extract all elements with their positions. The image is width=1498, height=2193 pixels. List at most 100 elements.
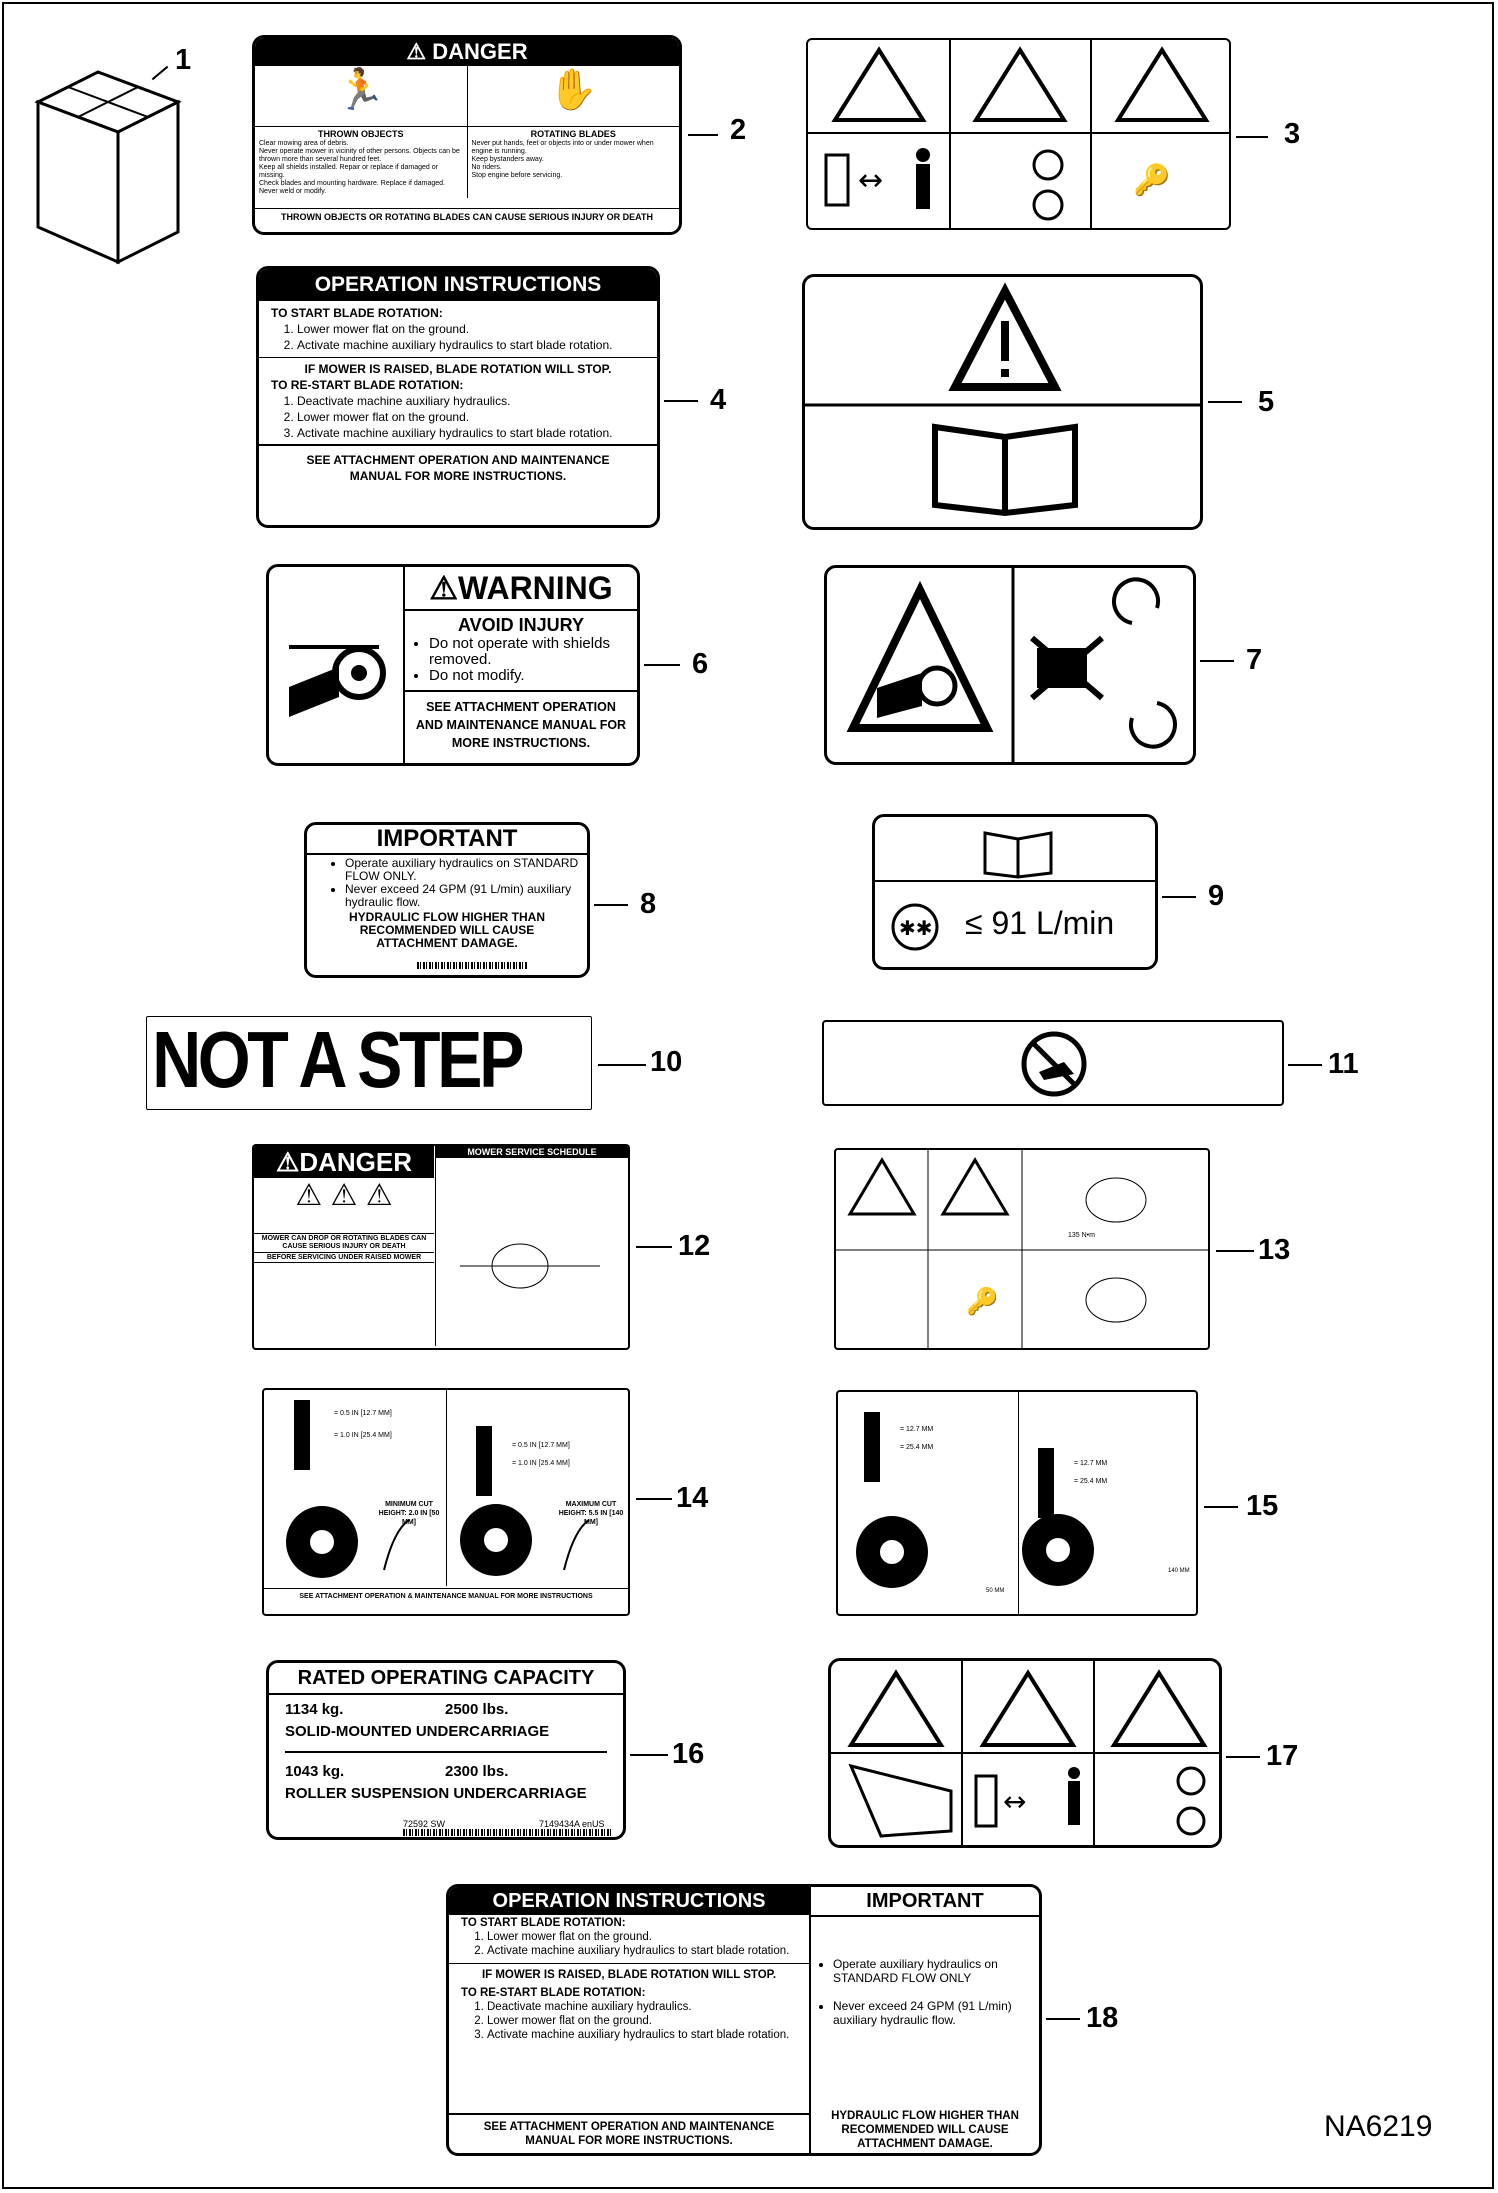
mark-12mm: = 12.7 MM <box>900 1426 934 1433</box>
svg-text:🔑: 🔑 <box>966 1285 998 1317</box>
flow-limit-text: ≤ 91 L/min <box>965 905 1115 941</box>
callout-line-13 <box>1216 1250 1254 1252</box>
mark-25mm: = 25.4 MM <box>1074 1478 1108 1485</box>
blades-item: Stop engine before servicing. <box>471 172 563 179</box>
decal-15-cut-height-mm: = 12.7 MM = 25.4 MM = 12.7 MM = 25.4 MM … <box>836 1390 1198 1616</box>
max-mm: 140 MM <box>1168 1568 1190 1574</box>
callout-11: 11 <box>1328 1048 1359 1080</box>
callout-8: 8 <box>640 888 657 920</box>
callout-17: 17 <box>1266 1740 1299 1772</box>
callout-6: 6 <box>692 648 709 680</box>
decal6-footer: SEE ATTACHMENT OPERATION AND MAINTENANCE… <box>405 690 637 758</box>
barcode <box>417 962 527 969</box>
row2-lbs: 2300 lbs. <box>445 1763 509 1780</box>
belt-entanglement-pictogram <box>269 567 405 763</box>
blades-item: Never put hands, feet or objects into or… <box>471 140 654 155</box>
not-a-step-text: NOT A STEP <box>152 1016 524 1104</box>
mark-half-inch: = 0.5 IN [12.7 MM] <box>334 1410 392 1417</box>
decal18-left-header: OPERATION INSTRUCTIONS <box>449 1887 809 1915</box>
restart-title: TO RE-START BLADE ROTATION: <box>461 1987 646 1999</box>
row1-lbs: 2500 lbs. <box>445 1701 509 1718</box>
max-cut-height: MAXIMUM CUT HEIGHT: 5.5 IN [140 MM] <box>558 1501 624 1526</box>
callout-13: 13 <box>1258 1234 1291 1266</box>
decal-18-combined-instructions: OPERATION INSTRUCTIONS TO START BLADE RO… <box>446 1884 1042 2156</box>
callout-line-2 <box>688 134 718 136</box>
row1-kg: 1134 kg. <box>285 1701 344 1718</box>
decal-12-danger-service: ⚠DANGER ⚠ ⚠ ⚠ MOWER CAN DROP OR ROTATING… <box>252 1144 630 1350</box>
thrown-item: Clear mowing area of debris. <box>259 140 349 147</box>
min-mm: 50 MM <box>986 1588 1005 1594</box>
thrown-item: Keep all shields installed. Repair or re… <box>259 164 438 179</box>
callout-14: 14 <box>676 1482 709 1514</box>
decal12-pictograms: ⚠ ⚠ ⚠ <box>254 1178 434 1234</box>
callout-line-3 <box>1236 136 1268 138</box>
callout-7: 7 <box>1246 644 1263 676</box>
important-item: Operate auxiliary hydraulics on STANDARD… <box>345 857 587 883</box>
svg-text:↔: ↔ <box>858 163 883 198</box>
thrown-item: Check blades and mounting hardware. Repl… <box>259 180 446 195</box>
callout-2: 2 <box>730 114 747 146</box>
callout-10: 10 <box>650 1046 683 1078</box>
mark-one-inch: = 1.0 IN [25.4 MM] <box>512 1460 570 1467</box>
service-schedule-title: MOWER SERVICE SCHEDULE <box>436 1146 628 1158</box>
start-title: TO START BLADE ROTATION: <box>461 1917 626 1929</box>
important-item: Never exceed 24 GPM (91 L/min) auxiliary… <box>345 883 587 909</box>
svg-text:↔: ↔ <box>1003 1785 1026 1818</box>
row2-label: ROLLER SUSPENSION UNDERCARRIAGE <box>285 1785 587 1802</box>
decal4-header: OPERATION INSTRUCTIONS <box>259 269 657 301</box>
decal-16-rated-operating-capacity: RATED OPERATING CAPACITY 1134 kg. 2500 lb… <box>266 1660 626 1840</box>
warning-item: Do not modify. <box>429 668 637 684</box>
decal8-footer: HYDRAULIC FLOW HIGHER THAN RECOMMENDED W… <box>349 910 545 950</box>
decal18-right-header: IMPORTANT <box>811 1887 1039 1917</box>
start-step: Activate machine auxiliary hydraulics to… <box>297 337 645 353</box>
row1-label: SOLID-MOUNTED UNDERCARRIAGE <box>285 1723 550 1740</box>
torque-label: 135 N•m <box>1068 1232 1095 1239</box>
decal16-header: RATED OPERATING CAPACITY <box>269 1663 623 1695</box>
callout-line-14 <box>636 1498 672 1500</box>
decal16-code2: 7149434A enUS <box>539 1819 605 1829</box>
start-title: TO START BLADE ROTATION: <box>271 306 443 320</box>
raised-note: IF MOWER IS RAISED, BLADE ROTATION WILL … <box>481 1969 777 1981</box>
mark-one-inch: = 1.0 IN [25.4 MM] <box>334 1432 392 1439</box>
callout-1: 1 <box>175 44 192 76</box>
callout-line-12 <box>636 1246 672 1248</box>
svg-text:✱✱: ✱✱ <box>899 916 933 940</box>
figure-id: NA6219 <box>1324 2110 1433 2143</box>
decal-5-read-manual <box>802 274 1203 530</box>
decal-3-pictograms: ↔ 🔑 <box>806 38 1231 230</box>
blades-item: Keep bystanders away. <box>471 156 544 163</box>
warning-item: Do not operate with shields removed. <box>429 636 637 668</box>
decal-10-not-a-step: NOT A STEP <box>146 1016 592 1110</box>
rotating-blades-pictogram: ✋ <box>548 68 599 112</box>
decal-2-danger-thrown-objects: ⚠ DANGER 🏃 ✋ THROWN OBJECTS Clear mowing… <box>252 35 682 235</box>
callout-15: 15 <box>1246 1490 1279 1522</box>
restart-step: Deactivate machine auxiliary hydraulics. <box>297 393 645 409</box>
decal12-header-text: DANGER <box>299 1147 412 1177</box>
decal-13-service-pictograms: 🔑 135 N•m <box>834 1148 1210 1350</box>
decal18-left-footer: SEE ATTACHMENT OPERATION AND MAINTENANCE… <box>449 2113 809 2153</box>
restart-step: Lower mower flat on the ground. <box>487 2014 797 2028</box>
start-step: Lower mower flat on the ground. <box>297 321 645 337</box>
decal6-header-text: WARNING <box>458 570 613 606</box>
callout-5: 5 <box>1258 386 1275 418</box>
important-item: Never exceed 24 GPM (91 L/min) auxiliary… <box>833 1999 1039 2027</box>
mark-25mm: = 25.4 MM <box>900 1444 934 1451</box>
restart-step: Activate machine auxiliary hydraulics to… <box>297 425 645 441</box>
start-step: Lower mower flat on the ground. <box>487 1930 797 1944</box>
callout-line-16 <box>630 1754 668 1756</box>
callout-line-4 <box>664 400 698 402</box>
thrown-objects-title: THROWN OBJECTS <box>318 129 404 139</box>
decal12-danger-header: ⚠DANGER <box>254 1146 434 1178</box>
decal-7-pictograms <box>824 565 1196 765</box>
callout-line-8 <box>594 904 628 906</box>
danger-header: ⚠ DANGER <box>255 38 679 66</box>
warning-header: ⚠WARNING <box>405 567 637 611</box>
decal2-footer: THROWN OBJECTS OR ROTATING BLADES CAN CA… <box>255 208 679 222</box>
min-cut-height: MINIMUM CUT HEIGHT: 2.0 IN [50 MM] <box>378 1501 440 1526</box>
blades-item: No riders. <box>471 164 502 171</box>
decal2-header-text: DANGER <box>432 39 528 64</box>
decal-14-cut-height-inches: = 0.5 IN [12.7 MM] = 1.0 IN [25.4 MM] = … <box>262 1388 630 1616</box>
callout-12: 12 <box>678 1230 711 1262</box>
callout-line-7 <box>1200 660 1234 662</box>
restart-step: Deactivate machine auxiliary hydraulics. <box>487 2000 797 2014</box>
